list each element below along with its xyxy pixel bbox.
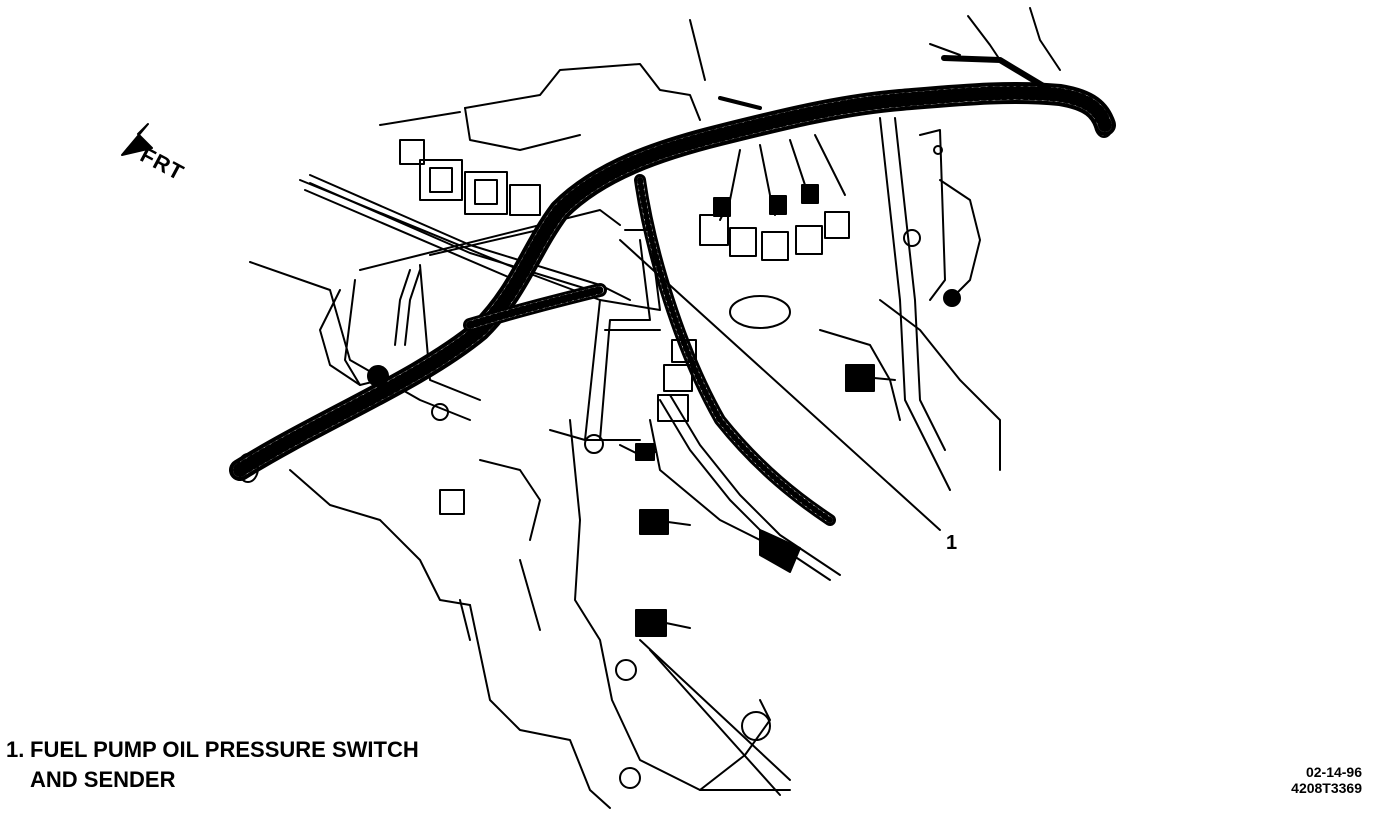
connectors xyxy=(399,139,541,216)
bolts xyxy=(635,364,896,637)
oil-pressure-switch xyxy=(549,229,697,461)
legend-item: 1.FUEL PUMP OIL PRESSURE SWITCH xyxy=(6,735,419,765)
figure-code: 4208T3369 xyxy=(1291,780,1362,796)
figure-date: 02-14-96 xyxy=(1305,764,1362,780)
legend-item-line1: FUEL PUMP OIL PRESSURE SWITCH xyxy=(30,737,419,762)
engine-details xyxy=(367,7,1061,789)
wiring-harness xyxy=(229,81,1116,526)
figure-stamp: 02-14-96 4208T3369 xyxy=(1252,764,1362,796)
legend: 1.FUEL PUMP OIL PRESSURE SWITCH AND SEND… xyxy=(6,735,419,795)
callout-1-leader xyxy=(619,239,941,531)
plug-wires xyxy=(699,134,850,261)
front-arrow-icon xyxy=(121,123,153,156)
legend-item-line2: AND SENDER xyxy=(30,767,176,792)
harness-bracket xyxy=(879,117,961,491)
callout-number: 1 xyxy=(946,532,958,554)
legend-item-number: 1. xyxy=(6,737,25,762)
